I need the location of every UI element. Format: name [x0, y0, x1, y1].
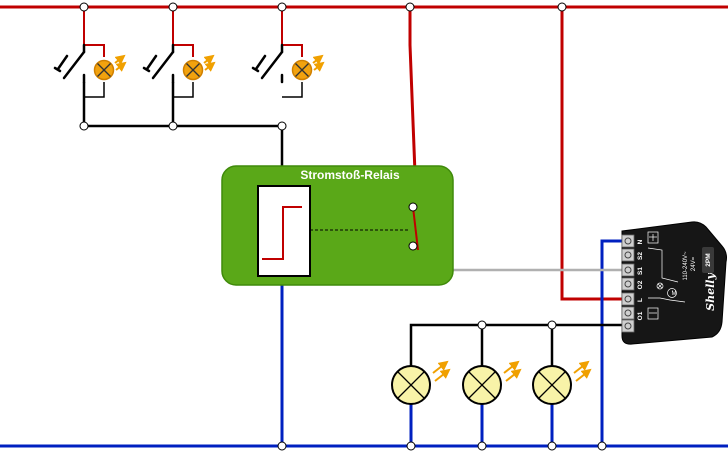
- pushbutton-switch-icon[interactable]: [53, 43, 86, 84]
- svg-text:S1: S1: [637, 267, 644, 275]
- phase-branches: [83, 7, 303, 57]
- lamp-icon: [391, 360, 451, 405]
- relay-housing: [221, 165, 454, 286]
- module-terminal-labels: N S2 S1 O2 L O1: [637, 239, 644, 320]
- svg-text:O2: O2: [637, 280, 644, 289]
- svg-text:24V=: 24V=: [691, 256, 697, 271]
- shelly-module-icon: N S2 S1 O2 L O1 M 110-240V~ 24V= Shelly …: [621, 221, 727, 345]
- svg-text:M: M: [672, 291, 677, 297]
- svg-text:O1: O1: [637, 311, 644, 320]
- module-terminals: [621, 234, 635, 333]
- svg-text:2PM: 2PM: [705, 253, 712, 266]
- lamp-icon: [532, 360, 592, 405]
- impulse-relay: Stromstoß-Relais: [221, 165, 454, 286]
- indicator-returns: [84, 82, 303, 98]
- pushbutton-switch-icon[interactable]: [251, 43, 284, 84]
- indicator-lamp-icon: [291, 54, 325, 81]
- relay-coil-icon: [257, 185, 311, 277]
- svg-text:Shelly: Shelly: [704, 272, 717, 311]
- svg-text:L: L: [637, 298, 644, 302]
- svg-text:N: N: [637, 239, 644, 244]
- relay-contact: [412, 206, 419, 251]
- svg-text:110-240V~: 110-240V~: [683, 251, 689, 281]
- svg-text:S2: S2: [637, 252, 644, 260]
- relay-title: Stromstoß-Relais: [300, 168, 400, 182]
- indicator-lamp-icon: [182, 54, 216, 81]
- neutral-wiring: [0, 239, 728, 448]
- lamp-icon: [462, 360, 522, 405]
- indicator-lamp-icon: [93, 54, 127, 81]
- junction-nodes: [79, 2, 607, 451]
- pushbutton-switch-icon[interactable]: [142, 43, 175, 84]
